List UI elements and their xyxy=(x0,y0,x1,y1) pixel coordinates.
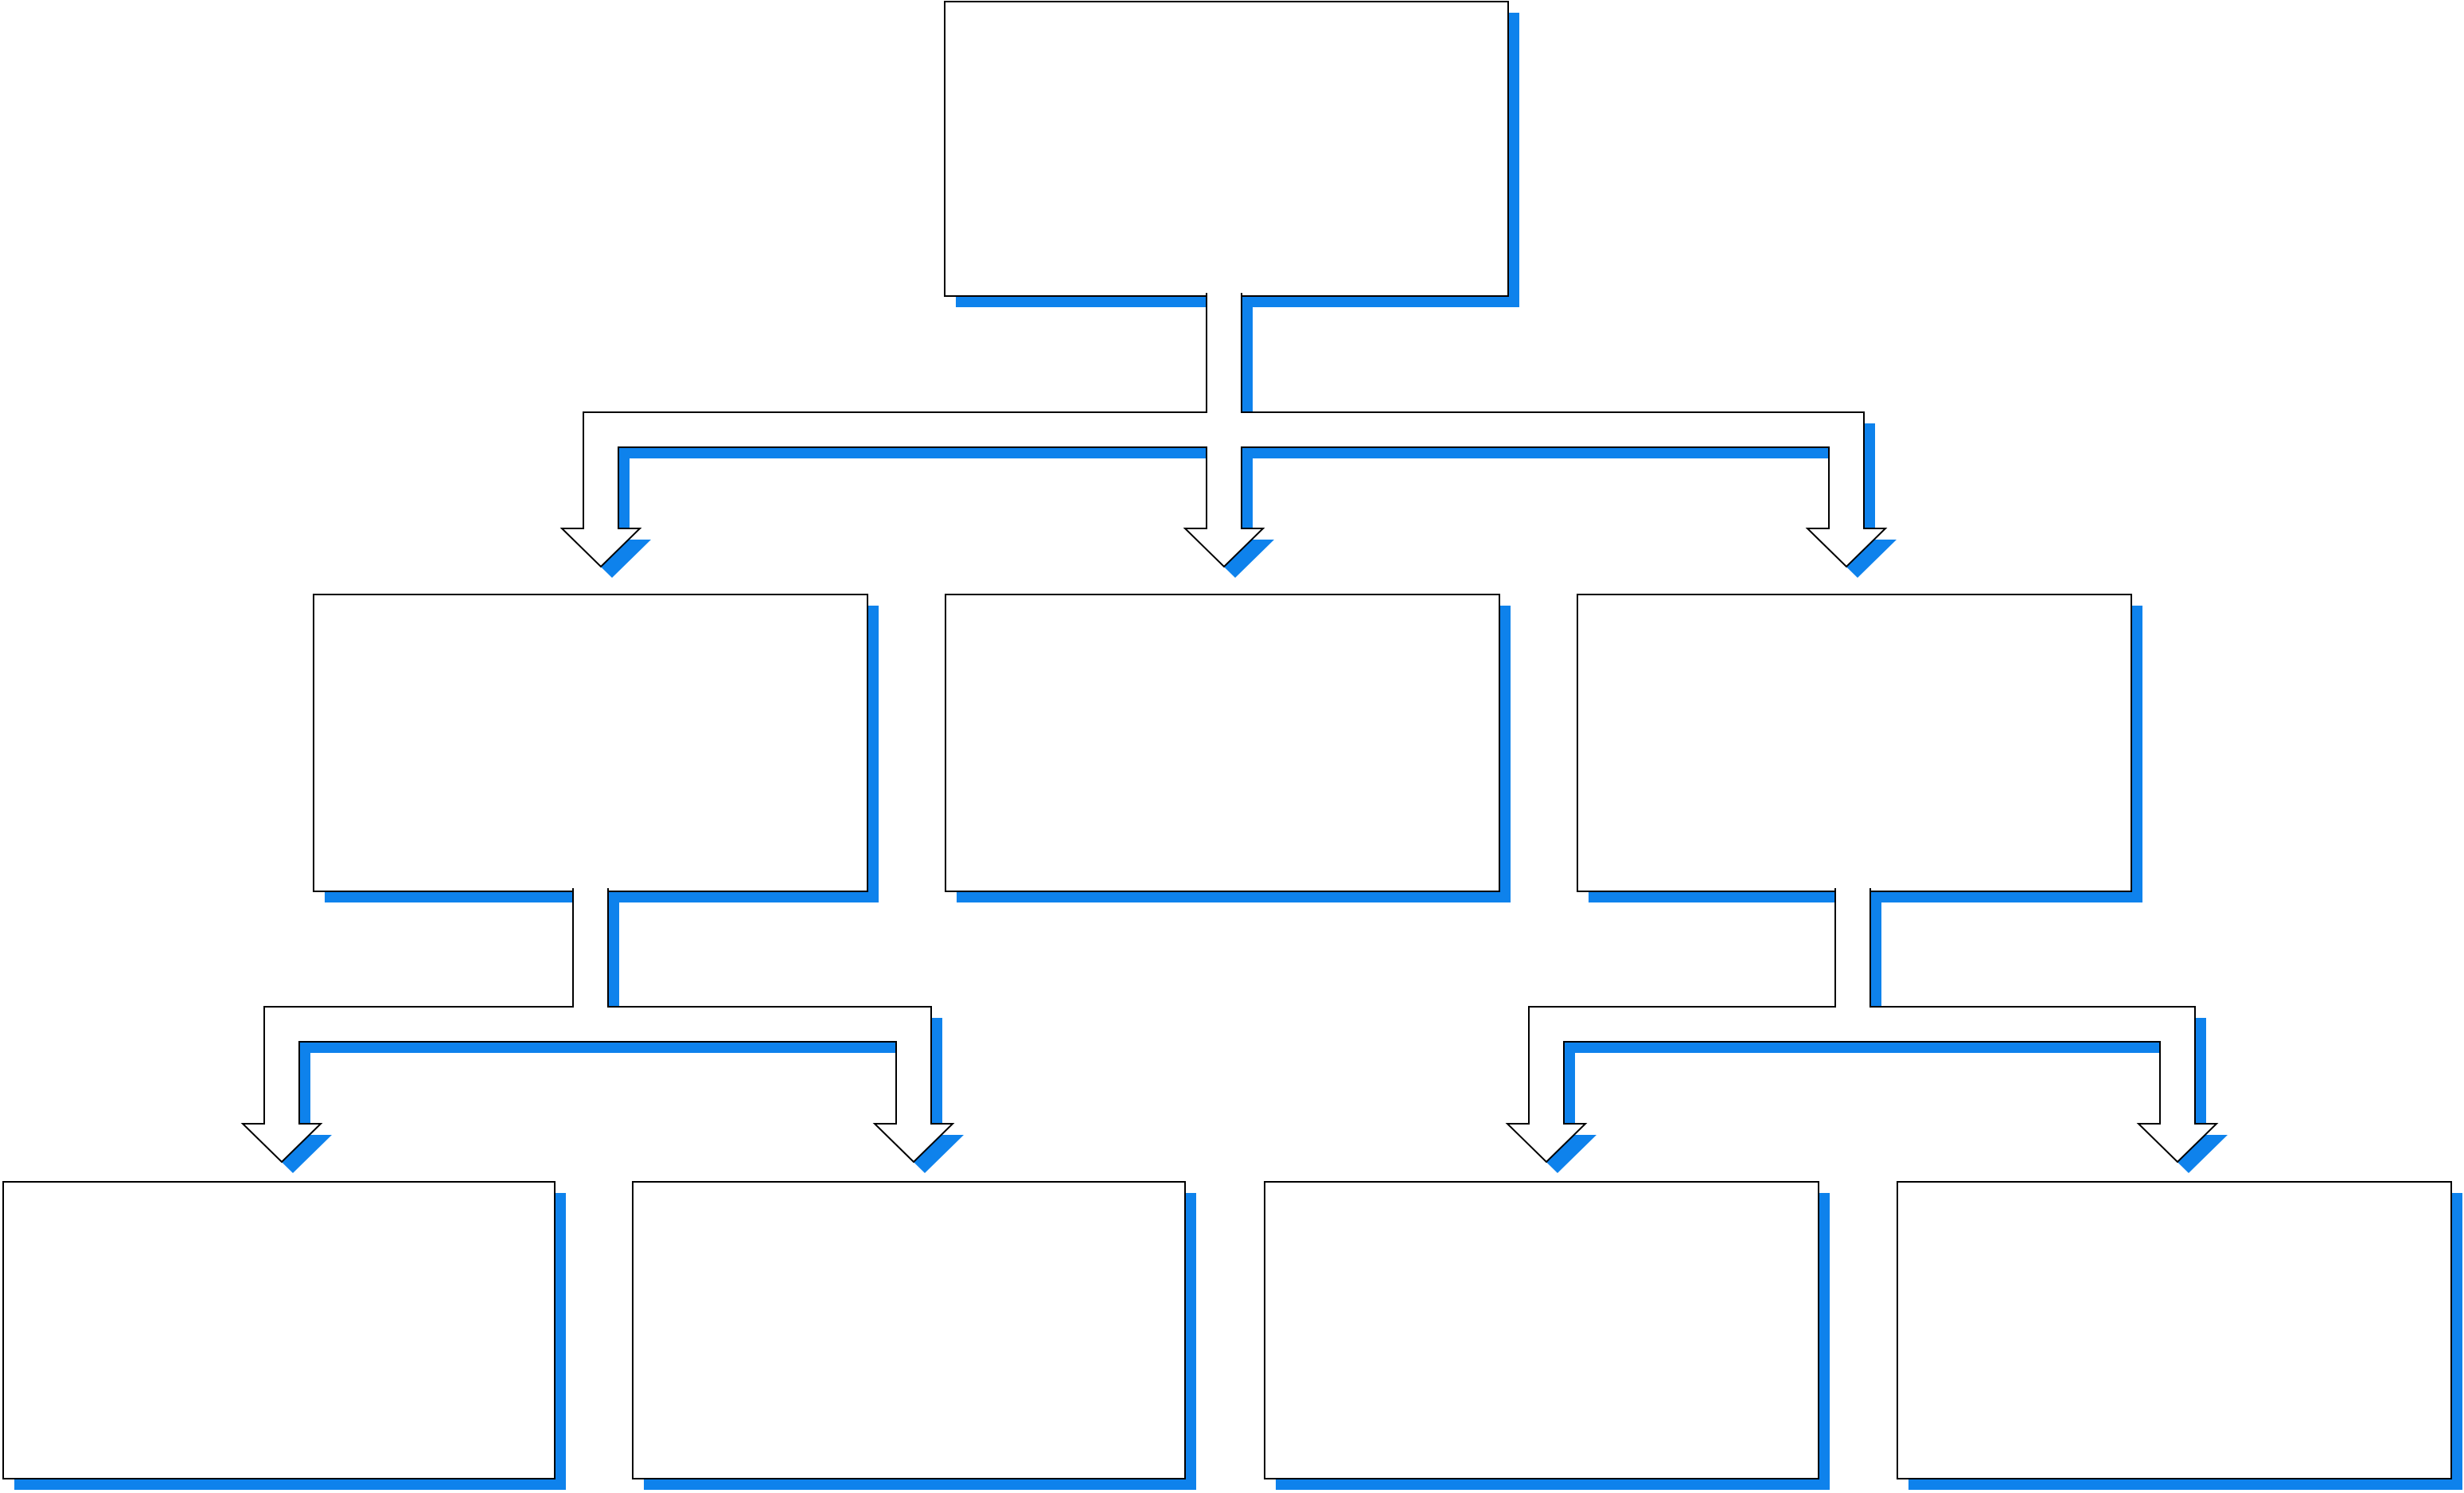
org-node-box-grandchild-3[interactable] xyxy=(1264,1181,1819,1479)
org-node-box-grandchild-4[interactable] xyxy=(1897,1181,2452,1479)
org-node-box-grandchild-1[interactable] xyxy=(2,1181,556,1479)
org-node-box-child-2[interactable] xyxy=(945,594,1500,892)
connector-arrow-root-to-children[interactable] xyxy=(559,293,1888,568)
org-node-box-grandchild-2[interactable] xyxy=(632,1181,1186,1479)
connector-arrow-child1-to-grandchildren[interactable] xyxy=(240,888,955,1164)
org-node-box-child-1[interactable] xyxy=(313,594,868,892)
org-node-box-child-3[interactable] xyxy=(1577,594,2132,892)
org-node-box-root[interactable] xyxy=(944,1,1509,297)
connector-arrow-child3-to-grandchildren[interactable] xyxy=(1505,888,2219,1164)
